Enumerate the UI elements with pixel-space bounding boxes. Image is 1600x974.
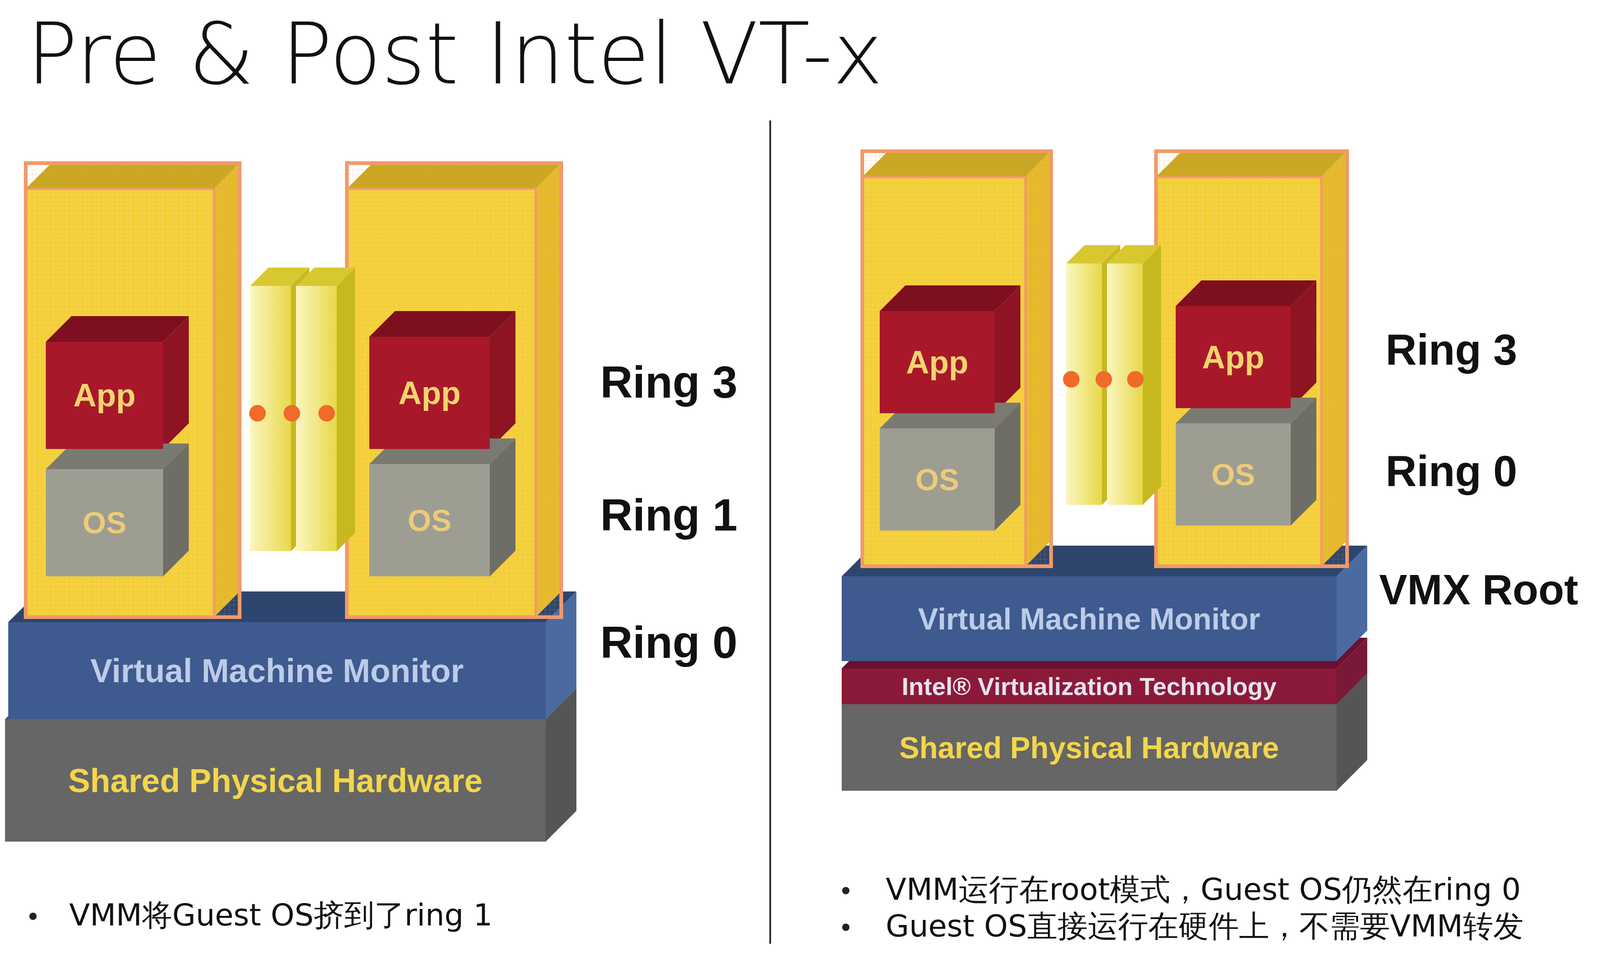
layer-cube: App	[879, 311, 995, 414]
vm-outline	[25, 163, 240, 618]
divider-line	[769, 120, 772, 944]
cube-side	[1290, 280, 1317, 409]
cube-top	[369, 311, 516, 337]
vm-panel-side	[336, 267, 356, 552]
ellipsis-dot	[283, 405, 301, 422]
layer-cube: OS	[45, 469, 164, 577]
cube-side	[163, 443, 189, 577]
ring-label: Ring 1	[600, 488, 738, 543]
layer-cube: OS	[369, 464, 490, 577]
node-label: OS	[407, 503, 452, 538]
node-label: OS	[1211, 457, 1255, 493]
layer-cube: App	[45, 341, 164, 450]
node-label: Virtual Machine Monitor	[918, 601, 1261, 637]
vm-outline	[1156, 151, 1348, 567]
layer-band: Virtual Machine Monitor	[841, 576, 1337, 662]
node-label: Intel® Virtualization Technology	[901, 672, 1277, 701]
cube-side	[489, 311, 516, 450]
node-label: App	[73, 377, 136, 414]
node-label: OS	[82, 505, 127, 541]
node-label: App	[1201, 339, 1265, 376]
layer-band: Shared Physical Hardware	[841, 704, 1337, 791]
ring-label: Ring 0	[1385, 445, 1518, 498]
vm-outline	[862, 151, 1052, 567]
ellipsis-dot	[318, 405, 335, 422]
bullet-note: VMM将Guest OS挤到了ring 1	[69, 897, 493, 934]
cube-side	[163, 316, 189, 450]
layer-band: Shared Physical Hardware	[5, 719, 546, 842]
bullet-note: Guest OS直接运行在硬件上，不需要VMM转发	[885, 908, 1524, 945]
cube-side	[994, 285, 1021, 414]
page-title: Pre & Post Intel VT-x	[26, 4, 883, 104]
bullet-dot	[842, 887, 850, 895]
layer-cube: App	[369, 336, 490, 450]
node-label: Shared Physical Hardware	[898, 730, 1279, 766]
bullet-note: VMM运行在root模式，Guest OS仍然在ring 0	[885, 871, 1521, 908]
ellipsis-dot	[249, 405, 266, 422]
cube-side	[489, 438, 516, 577]
layer-cube: OS	[1175, 423, 1291, 526]
ellipsis-dot	[1063, 371, 1080, 388]
vm-panel-front	[295, 285, 337, 552]
ring-label: VMX Root	[1379, 564, 1579, 615]
layer-band: Virtual Machine Monitor	[8, 622, 546, 720]
node-label: App	[398, 374, 461, 412]
node-label: Shared Physical Hardware	[68, 761, 483, 800]
node-label: App	[905, 344, 969, 381]
cube-side	[1290, 397, 1317, 526]
bullet-dot	[29, 912, 37, 921]
ring-label: Ring 3	[1385, 324, 1518, 377]
vm-outline	[862, 176, 1026, 567]
vm-outline	[346, 163, 562, 618]
ring-label: Ring 3	[600, 355, 738, 410]
node-label: OS	[915, 462, 959, 498]
node-label: Virtual Machine Monitor	[90, 652, 464, 690]
vm-panel-side	[1142, 245, 1162, 505]
ring-label: Ring 0	[600, 615, 738, 670]
cube-side	[994, 402, 1021, 531]
layer-cube: OS	[879, 428, 995, 531]
ellipsis-dot	[1095, 371, 1113, 388]
vm-outline	[25, 188, 214, 618]
ellipsis-dot	[1127, 371, 1144, 388]
layer-band: Intel® Virtualization Technology	[841, 668, 1337, 705]
vm-outline	[1156, 176, 1322, 567]
layer-cube: App	[1175, 306, 1291, 409]
vm-outline	[346, 188, 536, 618]
bullet-dot	[842, 923, 850, 932]
